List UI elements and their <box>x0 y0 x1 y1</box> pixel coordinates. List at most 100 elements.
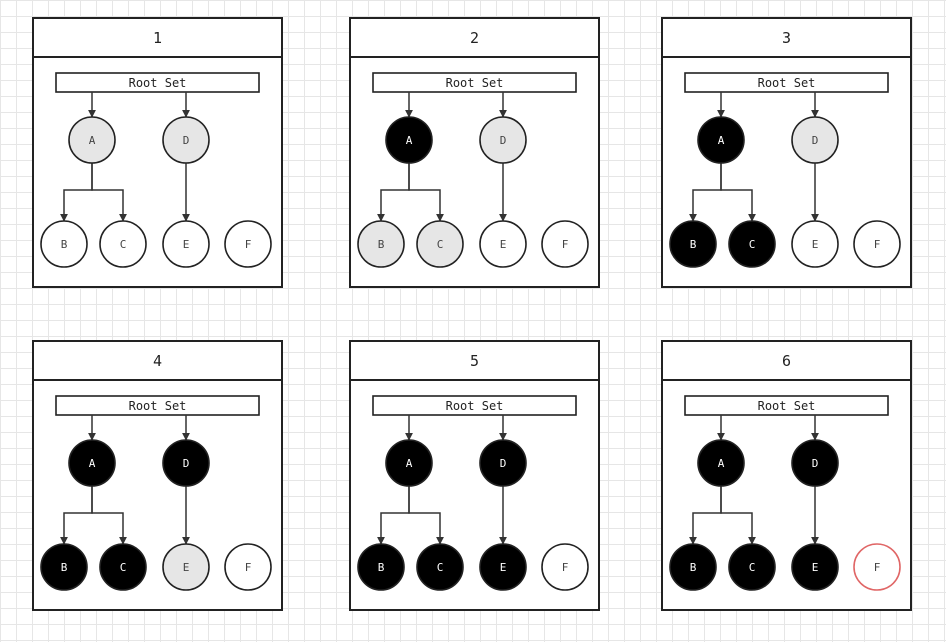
node-f-label: F <box>874 561 881 574</box>
node-c-label: C <box>120 561 127 574</box>
node-e-circle <box>479 543 527 591</box>
node-b-label: B <box>61 561 68 574</box>
node-c-circle <box>416 220 464 268</box>
edge-a-to-c <box>408 163 444 222</box>
node-a-circle <box>697 439 745 487</box>
node-b-circle <box>357 543 405 591</box>
node-a-circle <box>68 439 116 487</box>
node-c-label: C <box>749 238 756 251</box>
node-a-label: A <box>89 457 96 470</box>
node-c-circle <box>728 543 776 591</box>
node-d-label: D <box>500 134 507 147</box>
root-set-label: Root Set <box>758 76 816 90</box>
root-set-label: Root Set <box>129 399 187 413</box>
node-f-label: F <box>562 238 569 251</box>
node-c-label: C <box>749 561 756 574</box>
root-set-box <box>55 395 260 416</box>
node-c-circle <box>99 543 147 591</box>
node-b-circle <box>669 220 717 268</box>
node-c-label: C <box>437 561 444 574</box>
node-a-label: A <box>406 457 413 470</box>
node-f-label: F <box>874 238 881 251</box>
root-set-label: Root Set <box>758 399 816 413</box>
root-set-box <box>372 72 577 93</box>
root-set-label: Root Set <box>446 399 504 413</box>
edge-a-to-c <box>91 163 127 222</box>
node-c-label: C <box>120 238 127 251</box>
node-e-label: E <box>812 561 819 574</box>
node-a-label: A <box>89 134 96 147</box>
node-a-label: A <box>406 134 413 147</box>
node-f-circle <box>853 220 901 268</box>
panel-title: 4 <box>153 352 162 370</box>
node-a-circle <box>697 116 745 164</box>
node-d-circle <box>479 439 527 487</box>
root-set-box <box>372 395 577 416</box>
edge-a-to-c <box>91 486 127 545</box>
panel-title: 5 <box>470 352 479 370</box>
node-b-label: B <box>61 238 68 251</box>
node-f-circle <box>541 543 589 591</box>
node-e-label: E <box>500 561 507 574</box>
node-a-label: A <box>718 457 725 470</box>
node-e-circle <box>479 220 527 268</box>
node-a-circle <box>385 116 433 164</box>
node-e-label: E <box>183 238 190 251</box>
node-e-circle <box>162 543 210 591</box>
node-d-circle <box>162 116 210 164</box>
node-c-circle <box>416 543 464 591</box>
panel-title: 6 <box>782 352 791 370</box>
node-f-circle <box>541 220 589 268</box>
node-f-circle <box>224 220 272 268</box>
node-e-label: E <box>183 561 190 574</box>
node-c-circle <box>728 220 776 268</box>
node-f-circle <box>224 543 272 591</box>
node-b-circle <box>669 543 717 591</box>
node-b-label: B <box>378 561 385 574</box>
node-d-label: D <box>500 457 507 470</box>
panel-title: 1 <box>153 29 162 47</box>
node-e-circle <box>791 220 839 268</box>
node-e-circle <box>791 543 839 591</box>
root-set-label: Root Set <box>446 76 504 90</box>
node-f-circle <box>853 543 901 591</box>
node-d-label: D <box>812 134 819 147</box>
node-e-label: E <box>812 238 819 251</box>
node-b-label: B <box>690 561 697 574</box>
root-set-box <box>684 395 889 416</box>
node-e-label: E <box>500 238 507 251</box>
root-set-box <box>684 72 889 93</box>
node-b-circle <box>40 543 88 591</box>
edge-a-to-c <box>720 486 756 545</box>
node-c-circle <box>99 220 147 268</box>
node-b-label: B <box>690 238 697 251</box>
node-d-circle <box>479 116 527 164</box>
node-d-circle <box>791 116 839 164</box>
node-d-circle <box>162 439 210 487</box>
edge-a-to-c <box>408 486 444 545</box>
node-e-circle <box>162 220 210 268</box>
node-d-label: D <box>183 134 190 147</box>
node-a-circle <box>385 439 433 487</box>
node-c-label: C <box>437 238 444 251</box>
node-b-circle <box>357 220 405 268</box>
edge-a-to-c <box>720 163 756 222</box>
node-a-circle <box>68 116 116 164</box>
panel-title: 3 <box>782 29 791 47</box>
node-a-label: A <box>718 134 725 147</box>
node-f-label: F <box>245 238 252 251</box>
root-set-label: Root Set <box>129 76 187 90</box>
node-b-label: B <box>378 238 385 251</box>
node-f-label: F <box>562 561 569 574</box>
node-f-label: F <box>245 561 252 574</box>
node-d-label: D <box>812 457 819 470</box>
node-b-circle <box>40 220 88 268</box>
node-d-label: D <box>183 457 190 470</box>
